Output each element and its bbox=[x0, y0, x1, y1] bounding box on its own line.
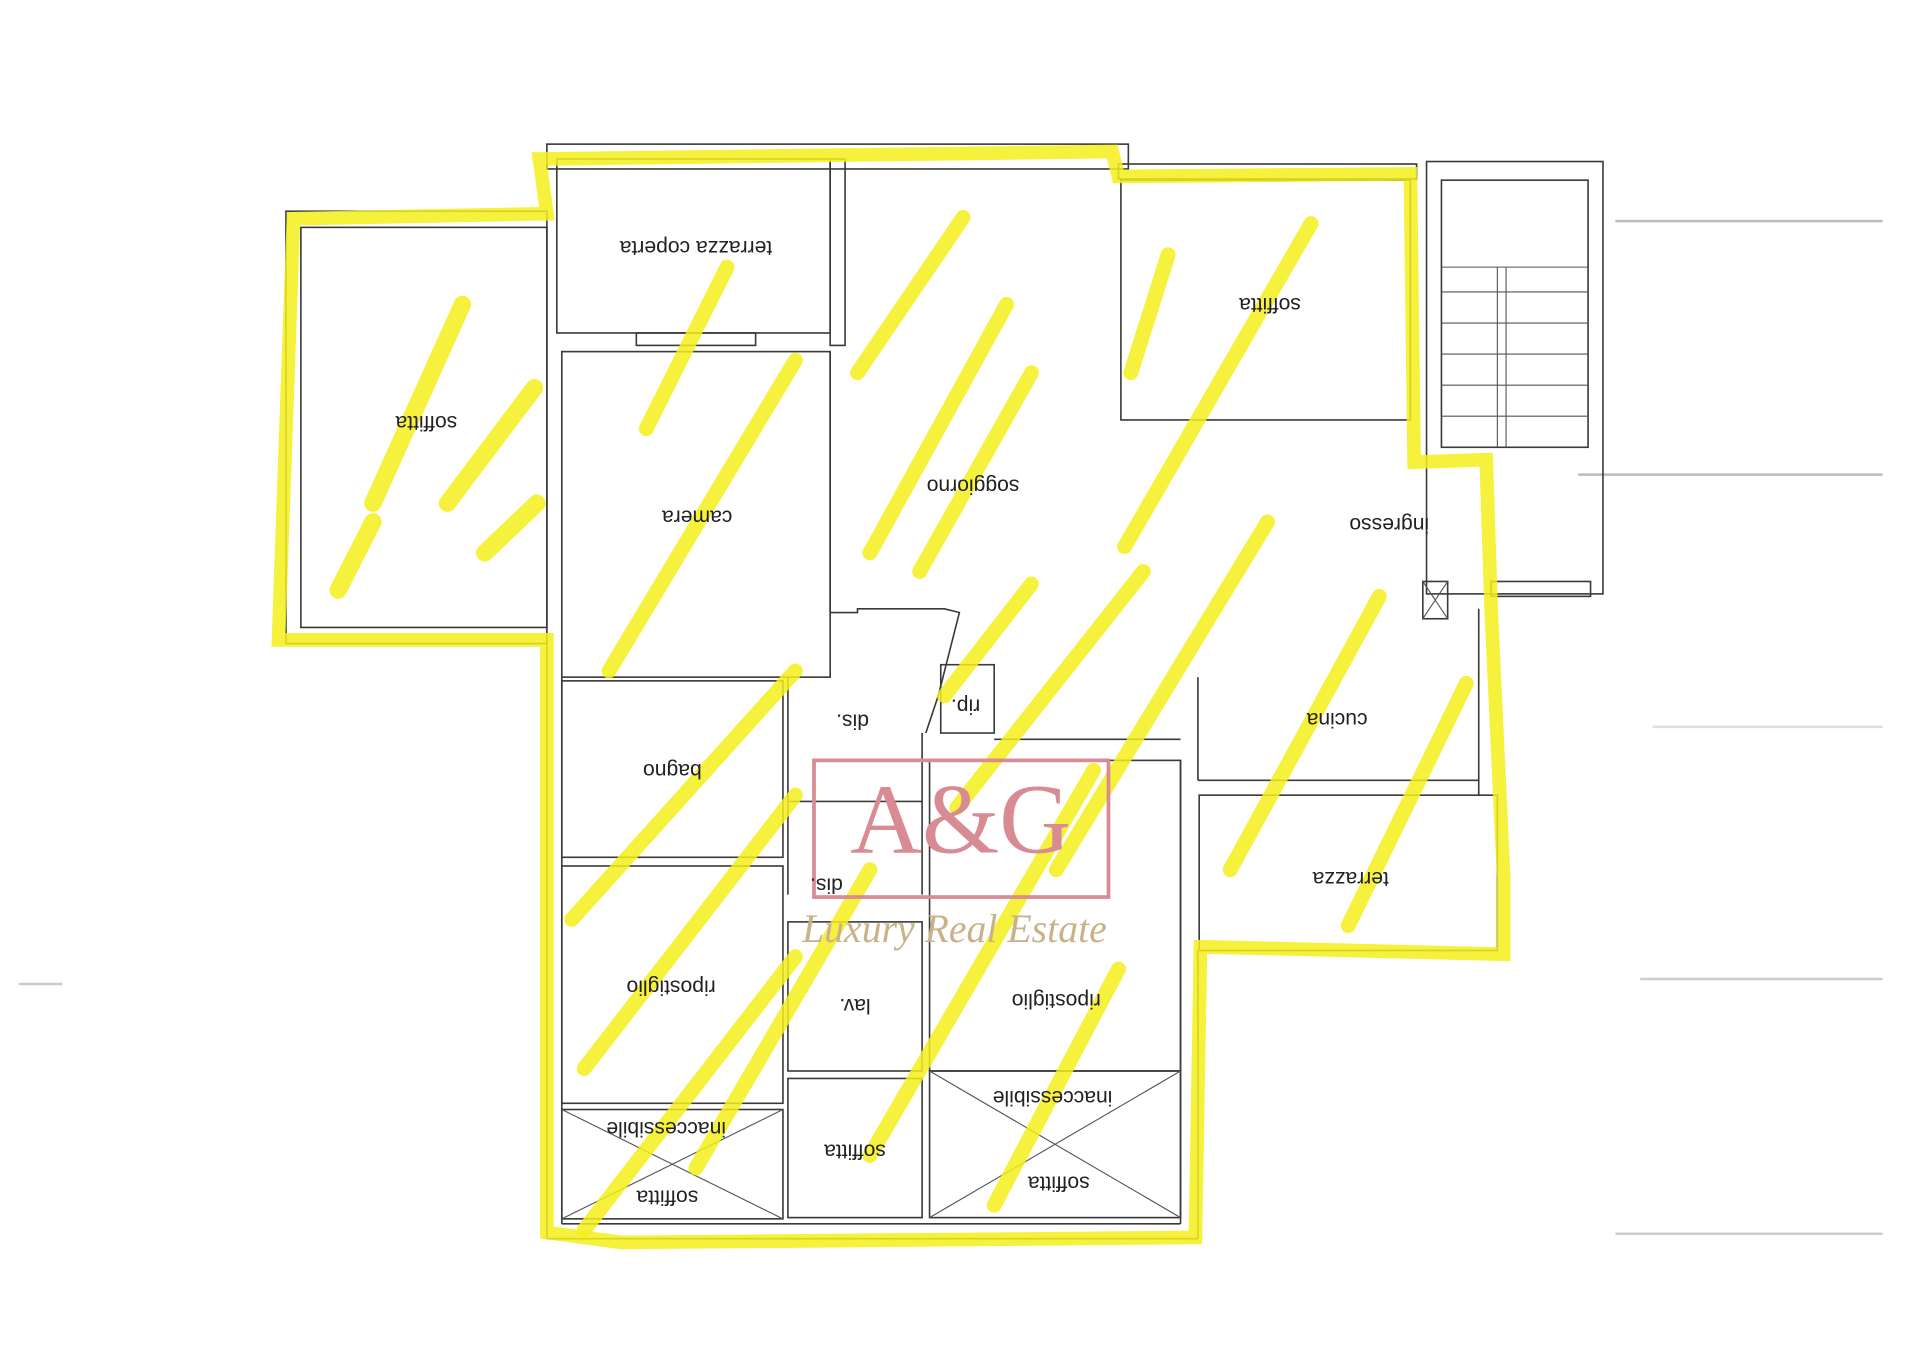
label-ingresso: ingresso bbox=[1349, 513, 1429, 536]
label-ripostiglio-left: ripostiglio bbox=[627, 975, 716, 998]
watermark-logo: A&G bbox=[850, 764, 1071, 874]
label-rip: rip. bbox=[951, 695, 980, 718]
label-dis-upper: dis. bbox=[836, 709, 869, 732]
label-camera: camera bbox=[662, 506, 733, 529]
scan-lines bbox=[18, 219, 1883, 1235]
agency-watermark: A&G Luxury Real Estate bbox=[801, 758, 1111, 951]
label-terrazza-coperta: terrazza coperta bbox=[619, 236, 772, 259]
label-soffitta-bottom-mid: soffitta bbox=[824, 1139, 886, 1162]
label-ripostiglio-right: ripostiglio bbox=[1012, 989, 1101, 1012]
watermark-tagline: Luxury Real Estate bbox=[801, 907, 1107, 951]
label-soffitta-left: soffitta bbox=[395, 411, 457, 434]
stair-treads bbox=[1441, 266, 1589, 448]
label-terrazza: terrazza bbox=[1312, 867, 1389, 890]
label-soffitta-bottom-right: soffitta bbox=[1028, 1172, 1090, 1195]
watermark-frame bbox=[812, 758, 1111, 899]
label-lav: lav. bbox=[839, 994, 870, 1017]
label-inaccessibile-right: inaccessibile bbox=[993, 1086, 1113, 1109]
label-soffitta-top-right: soffitta bbox=[1239, 293, 1301, 316]
label-soffitta-bottom-left: soffitta bbox=[636, 1185, 698, 1208]
highlight-marks bbox=[271, 144, 1511, 1250]
label-cucina: cucina bbox=[1306, 708, 1367, 731]
label-bagno: bagno bbox=[643, 759, 702, 782]
label-inaccessibile-left: inaccessibile bbox=[606, 1117, 726, 1140]
label-dis-lower: dis. bbox=[810, 873, 843, 896]
room-labels: soffitta terrazza coperta soffitta camer… bbox=[395, 236, 1429, 1208]
label-soggiorno: soggiorno bbox=[927, 475, 1020, 498]
